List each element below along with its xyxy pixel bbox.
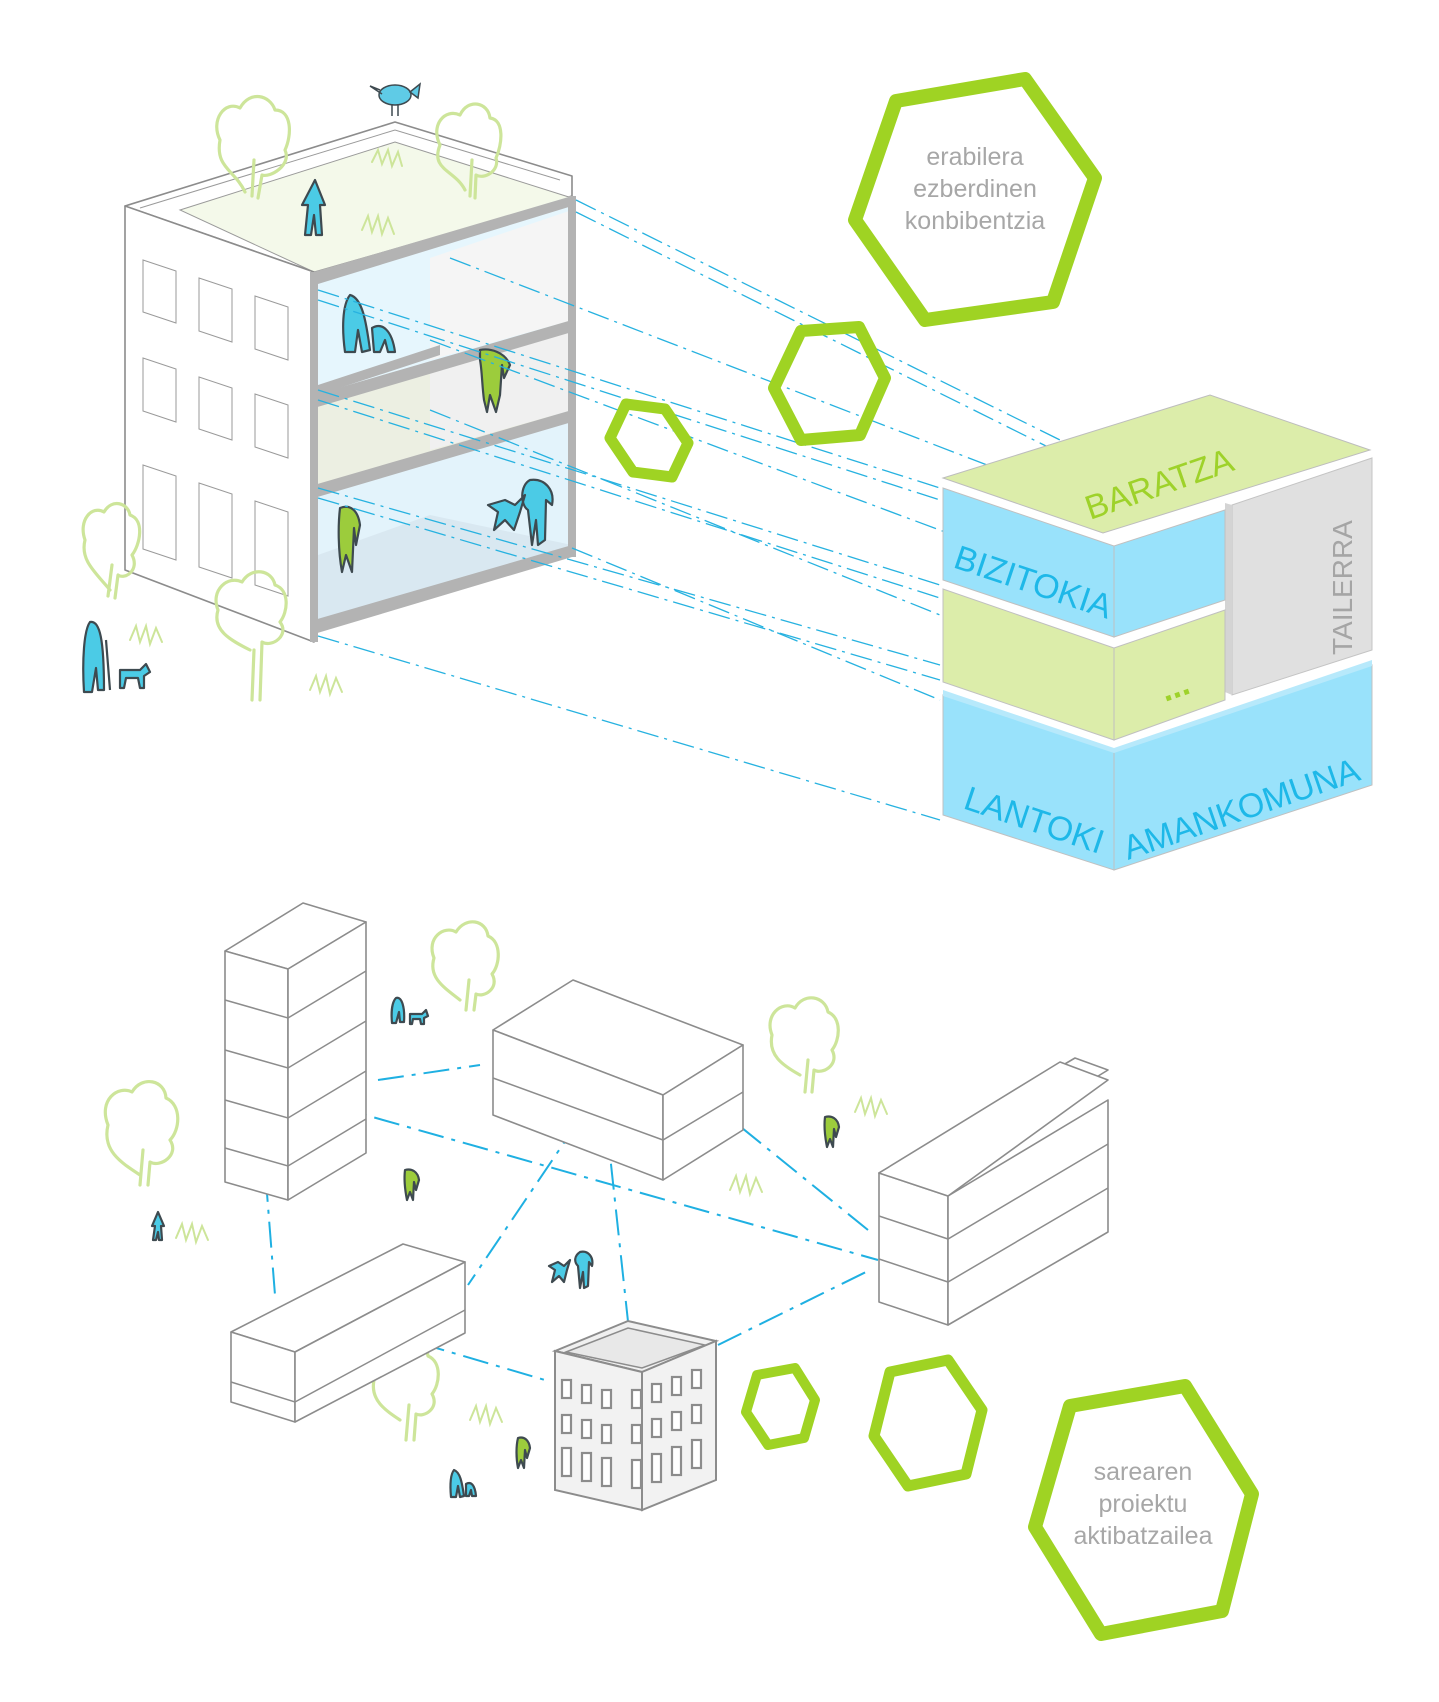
building-right-block	[878, 1057, 1109, 1326]
floor-slabs	[310, 196, 576, 642]
bizitokia-side	[1113, 509, 1226, 638]
person-icon	[515, 1436, 532, 1470]
middle-side	[1113, 609, 1226, 741]
person-icon	[300, 178, 327, 237]
hexagon-label-line-2: ezberdinen	[913, 175, 1037, 203]
person-playing-with-child-icon	[486, 478, 554, 547]
tree-icon	[435, 102, 503, 200]
tree-icon	[81, 502, 142, 600]
dog-icon	[118, 662, 152, 690]
hexagon-medium-bottom	[868, 1354, 988, 1492]
dog-icon	[408, 1008, 430, 1026]
elderly-person-icon	[82, 620, 112, 694]
person-icon	[337, 505, 362, 574]
hexagon-label-line-1: sarearen	[1094, 1458, 1193, 1486]
person-playing-with-child-icon	[547, 1250, 594, 1290]
central-building-windows	[560, 1368, 703, 1490]
grass-icon	[729, 1172, 763, 1198]
grass-icon	[361, 212, 395, 238]
building-horizontal-block	[492, 979, 744, 1181]
hexagon-small	[604, 398, 694, 483]
building-tall-tower	[224, 902, 367, 1201]
grass-icon	[469, 1402, 503, 1428]
elderly-person-icon	[390, 996, 406, 1025]
grass-icon	[854, 1094, 888, 1120]
program-block: BARATZA TAILERRA BIZITOKIA ... LANTOKI A…	[941, 394, 1373, 871]
network-diagram: sarearen proiektu aktibatzailea	[103, 902, 1259, 1641]
cutaway-building	[81, 82, 576, 702]
hexagon-medium	[768, 321, 891, 446]
person-icon	[403, 1168, 421, 1202]
tree-icon	[214, 570, 288, 702]
person-walking-dog-icon	[342, 293, 397, 354]
grass-icon	[129, 622, 163, 648]
hexagon-label-line-1: erabilera	[926, 143, 1023, 171]
grass-icon	[175, 1220, 209, 1246]
label-tailerra: TAILERRA	[1327, 520, 1358, 655]
person-icon	[823, 1115, 841, 1149]
building-left-low-block	[230, 1243, 466, 1423]
person-icon	[478, 348, 512, 414]
building-central	[551, 1319, 720, 1512]
hexagon-label-line-3: konbibentzia	[905, 207, 1045, 235]
bird-icon	[369, 82, 422, 116]
tree-icon	[430, 920, 500, 1012]
hexagon-large-top: erabilera ezberdinen konbibentzia	[848, 72, 1102, 327]
tree-icon	[768, 996, 840, 1094]
tree-icon	[103, 1080, 180, 1187]
roof-inner-line	[139, 129, 561, 209]
hexagon-large-bottom: sarearen proiektu aktibatzailea	[1028, 1379, 1259, 1641]
grass-icon	[371, 146, 403, 170]
person-icon	[150, 1210, 166, 1242]
hexagon-small-bottom	[741, 1363, 820, 1450]
floor-1-wall	[430, 210, 572, 360]
hexagon-label-line-2: proiektu	[1099, 1490, 1188, 1518]
grass-icon	[309, 672, 343, 698]
hexagon-label-line-3: aktibatzailea	[1074, 1522, 1213, 1550]
person-walking-dog-icon	[449, 1468, 478, 1499]
tree-icon	[215, 95, 291, 200]
baratza-plane	[941, 394, 1372, 534]
